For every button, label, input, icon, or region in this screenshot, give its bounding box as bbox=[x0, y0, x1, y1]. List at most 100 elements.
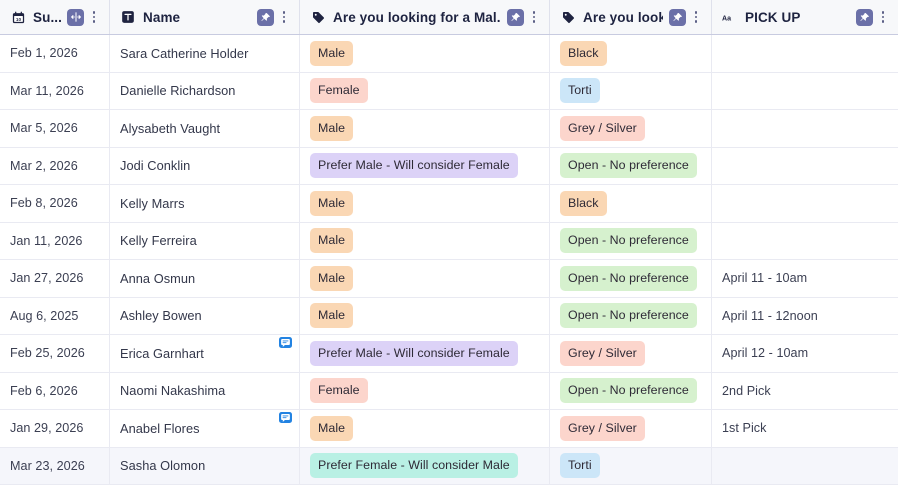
submitted-date-text: Feb 1, 2026 bbox=[10, 46, 78, 61]
cell-submitted[interactable]: Aug 6, 2025 bbox=[0, 297, 110, 334]
cell-pickup[interactable]: April 11 - 12noon bbox=[712, 298, 898, 335]
cell-looking-for-male[interactable]: Male bbox=[300, 110, 550, 147]
column-header-name[interactable]: Name bbox=[110, 0, 300, 34]
freeze-columns-icon[interactable] bbox=[67, 8, 84, 26]
cell-pickup[interactable] bbox=[712, 185, 898, 222]
cell-submitted[interactable]: Feb 8, 2026 bbox=[0, 185, 110, 222]
comment-icon[interactable] bbox=[279, 412, 292, 423]
cell-submitted[interactable]: Mar 11, 2026 bbox=[0, 72, 110, 109]
comment-icon[interactable] bbox=[279, 337, 292, 348]
submitted-date-text: Aug 6, 2025 bbox=[10, 308, 79, 323]
cell-name[interactable]: Anabel Flores bbox=[110, 410, 300, 447]
cell-looking-for-male[interactable]: Male bbox=[300, 297, 550, 334]
cell-pickup[interactable] bbox=[712, 73, 898, 110]
pin-icon[interactable] bbox=[257, 8, 274, 26]
cell-submitted[interactable]: Feb 6, 2026 bbox=[0, 372, 110, 409]
pickup-text: April 11 - 10am bbox=[722, 271, 808, 286]
cell-pickup[interactable]: April 12 - 10am bbox=[712, 335, 898, 372]
column-menu-icon[interactable] bbox=[689, 9, 703, 26]
cell-submitted[interactable]: Mar 5, 2026 bbox=[0, 110, 110, 147]
cell-name[interactable]: Kelly Marrs bbox=[110, 185, 300, 222]
pin-icon[interactable] bbox=[669, 8, 686, 26]
cell-looking-for-male[interactable]: Male bbox=[300, 260, 550, 297]
cell-submitted[interactable]: Mar 2, 2026 bbox=[0, 147, 110, 184]
cell-looking-for-male[interactable]: Male bbox=[300, 222, 550, 259]
cell-looking-for-male[interactable]: Male bbox=[300, 35, 550, 72]
submitted-date-text: Mar 11, 2026 bbox=[10, 83, 84, 98]
column-menu-icon[interactable] bbox=[876, 9, 890, 26]
cell-name[interactable]: Naomi Nakashima bbox=[110, 372, 300, 409]
cell-submitted[interactable]: Feb 25, 2026 bbox=[0, 335, 110, 372]
cell-pickup[interactable] bbox=[712, 223, 898, 260]
column-menu-icon[interactable] bbox=[87, 9, 101, 26]
cell-submitted[interactable]: Jan 29, 2026 bbox=[0, 410, 110, 447]
cell-looking-for-color[interactable]: Black bbox=[550, 185, 712, 222]
name-text: Anna Osmun bbox=[120, 270, 196, 286]
cell-submitted[interactable]: Jan 27, 2026 bbox=[0, 260, 110, 297]
cell-looking-for-male[interactable]: Prefer Female - Will consider Male bbox=[300, 447, 550, 484]
cell-pickup[interactable]: 2nd Pick bbox=[712, 373, 898, 410]
cell-looking-for-color[interactable]: Grey / Silver bbox=[550, 335, 712, 372]
cell-submitted[interactable]: Jan 11, 2026 bbox=[0, 222, 110, 259]
cell-pickup[interactable] bbox=[712, 35, 898, 72]
column-header-label: Are you look... bbox=[583, 9, 663, 25]
cell-name[interactable]: Anna Osmun bbox=[110, 260, 300, 297]
cell-name[interactable]: Sasha Olomon bbox=[110, 447, 300, 484]
cell-looking-for-male[interactable]: Male bbox=[300, 185, 550, 222]
cell-looking-for-male[interactable]: Female bbox=[300, 72, 550, 109]
cell-name[interactable]: Kelly Ferreira bbox=[110, 222, 300, 259]
column-menu-icon[interactable] bbox=[277, 9, 291, 26]
cell-name[interactable]: Erica Garnhart bbox=[110, 335, 300, 372]
cell-name[interactable]: Danielle Richardson bbox=[110, 72, 300, 109]
column-header-looking_for_male[interactable]: Are you looking for a Mal... bbox=[300, 0, 550, 34]
cell-looking-for-color[interactable]: Grey / Silver bbox=[550, 110, 712, 147]
pin-icon[interactable] bbox=[856, 8, 873, 26]
cell-name[interactable]: Alysabeth Vaught bbox=[110, 110, 300, 147]
pin-icon[interactable] bbox=[507, 8, 524, 26]
column-header-pickup[interactable]: Aa PICK UP bbox=[712, 0, 898, 34]
column-header-looking_for_color[interactable]: Are you look... bbox=[550, 0, 712, 34]
column-header-submitted[interactable]: 10 Su... bbox=[0, 0, 110, 34]
cell-name[interactable]: Ashley Bowen bbox=[110, 297, 300, 334]
cell-submitted[interactable]: Mar 23, 2026 bbox=[0, 447, 110, 484]
cell-looking-for-color[interactable]: Black bbox=[550, 35, 712, 72]
cell-pickup[interactable] bbox=[712, 110, 898, 147]
cell-looking-for-color[interactable]: Open - No preference bbox=[550, 297, 712, 334]
cell-looking-for-color[interactable]: Torti bbox=[550, 72, 712, 109]
cell-pickup[interactable]: 1st Pick bbox=[712, 410, 898, 447]
cell-pickup[interactable] bbox=[712, 448, 898, 485]
cell-looking-for-color[interactable]: Torti bbox=[550, 447, 712, 484]
cell-pickup[interactable]: April 11 - 10am bbox=[712, 260, 898, 297]
table-header-row: 10 Su... Name Are you looking for a Mal.… bbox=[0, 0, 898, 35]
aa-text-icon: Aa bbox=[722, 9, 738, 25]
cell-looking-for-male[interactable]: Male bbox=[300, 410, 550, 447]
cell-looking-for-color[interactable]: Open - No preference bbox=[550, 372, 712, 409]
cell-looking-for-male[interactable]: Prefer Male - Will consider Female bbox=[300, 335, 550, 372]
name-text: Ashley Bowen bbox=[120, 308, 202, 324]
cell-looking-for-color[interactable]: Open - No preference bbox=[550, 260, 712, 297]
cell-looking-for-male[interactable]: Female bbox=[300, 372, 550, 409]
cell-name[interactable]: Jodi Conklin bbox=[110, 147, 300, 184]
cell-looking-for-color[interactable]: Open - No preference bbox=[550, 147, 712, 184]
tag-chip: Prefer Male - Will consider Female bbox=[310, 153, 518, 179]
column-menu-icon[interactable] bbox=[527, 9, 541, 26]
cell-looking-for-color[interactable]: Open - No preference bbox=[550, 222, 712, 259]
cell-pickup[interactable] bbox=[712, 148, 898, 185]
cell-looking-for-male[interactable]: Prefer Male - Will consider Female bbox=[300, 147, 550, 184]
cell-name[interactable]: Sara Catherine Holder bbox=[110, 35, 300, 72]
cell-submitted[interactable]: Feb 1, 2026 bbox=[0, 35, 110, 72]
cell-looking-for-color[interactable]: Grey / Silver bbox=[550, 410, 712, 447]
